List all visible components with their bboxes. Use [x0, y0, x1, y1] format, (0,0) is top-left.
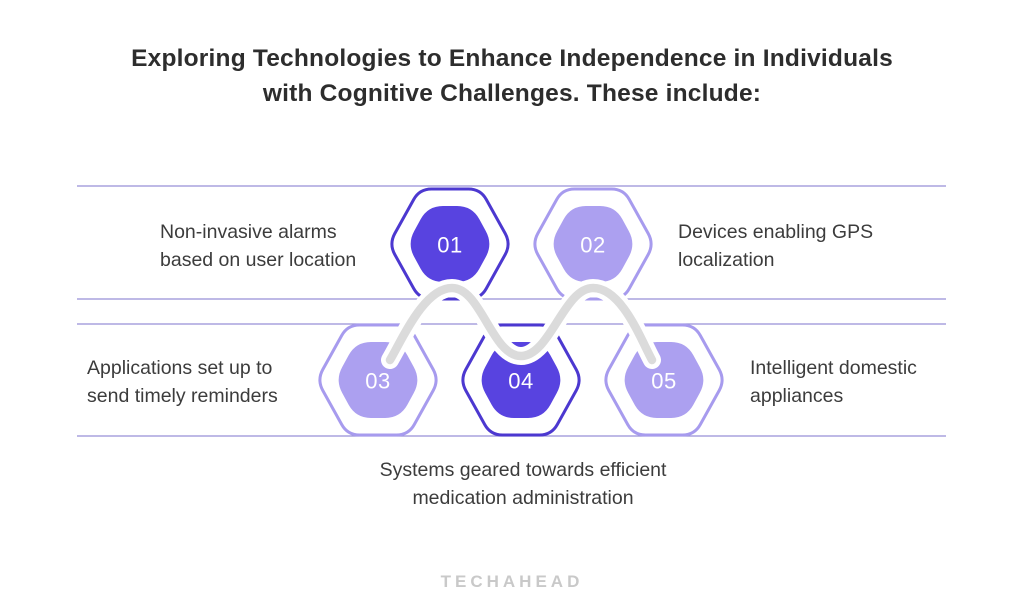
hexagon-02-number: 02: [580, 233, 605, 258]
hexagon-01: [410, 206, 490, 282]
hexagon-02: [553, 206, 633, 282]
label-item-01: Non-invasive alarms based on user locati…: [160, 221, 357, 271]
label-item-03: Applications set up to send timely remin…: [87, 357, 278, 407]
label-item-02: Devices enabling GPS localization: [678, 221, 874, 271]
hexagon-01-number: 01: [437, 233, 462, 258]
techahead-logo: TECHAHEAD: [440, 572, 584, 591]
hexagon-04-number: 04: [508, 369, 533, 394]
page-title: Exploring Technologies to Enhance Indepe…: [131, 45, 893, 107]
hexagon-05-number: 05: [651, 369, 676, 394]
connector-wave: [385, 283, 657, 365]
hexagon-03-number: 03: [365, 369, 390, 394]
label-item-05: Intelligent domestic appliances: [750, 357, 917, 407]
hexagon-04: [481, 342, 561, 418]
label-item-04: Systems geared towards efficient medicat…: [379, 459, 667, 509]
